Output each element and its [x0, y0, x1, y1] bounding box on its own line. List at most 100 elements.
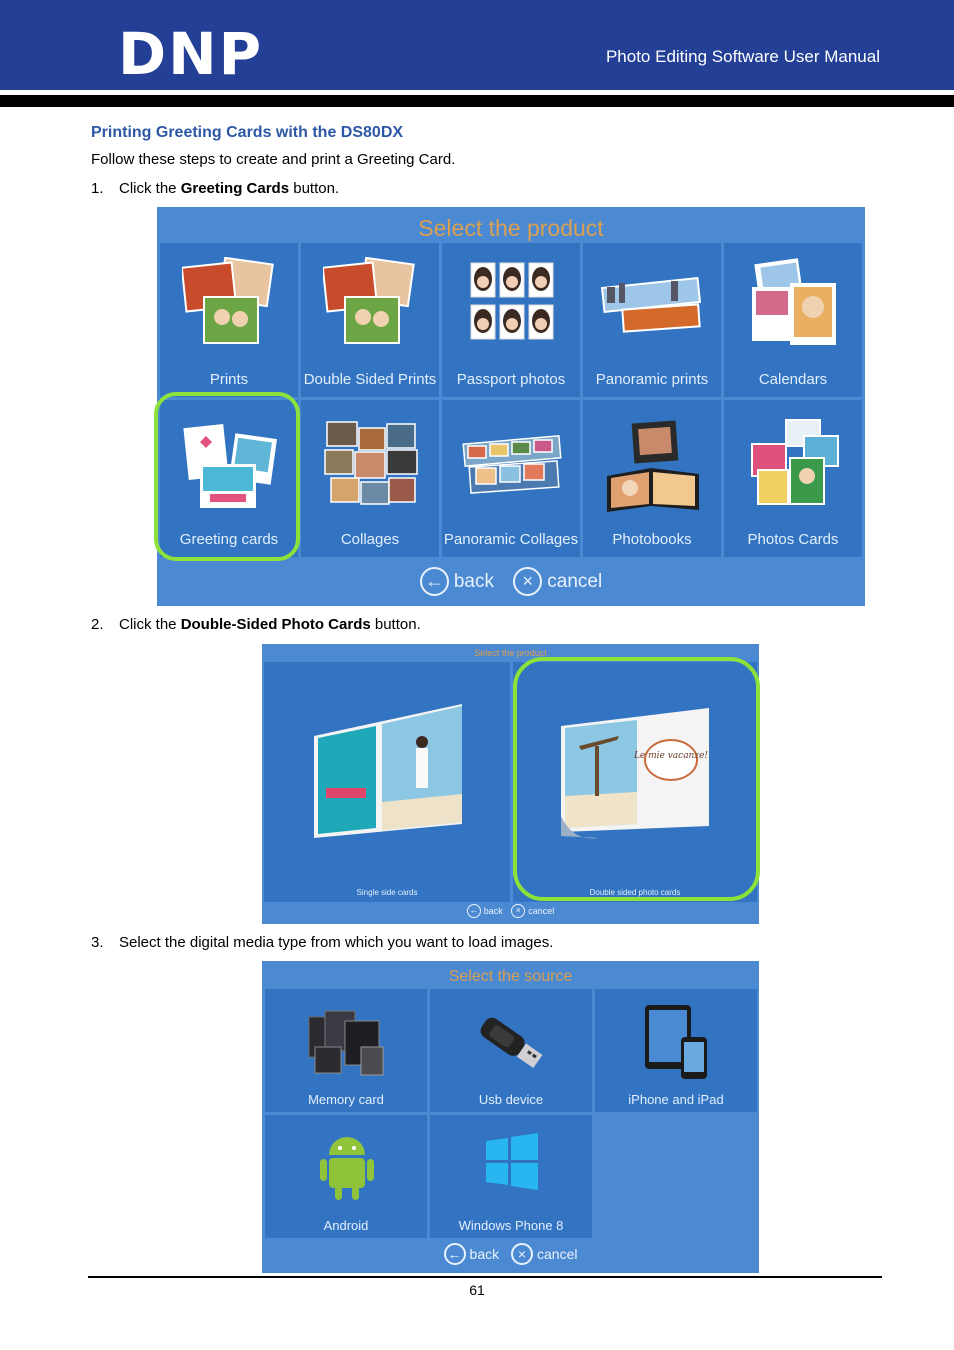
back-button[interactable]: ← back — [443, 1243, 500, 1265]
tile-label: Panoramic Collages — [443, 531, 579, 548]
card-caption: Le mie vacanze! — [633, 751, 708, 761]
nav-bar: ← back × cancel — [157, 567, 865, 596]
page-number: 61 — [469, 1282, 485, 1298]
step-2-suffix: button. — [370, 616, 421, 633]
screen-title: Select the product — [418, 215, 604, 241]
photos-cards-icon — [751, 419, 839, 505]
tile-photobooks[interactable]: Photobooks — [583, 400, 721, 557]
tile-label: iPhone and iPad — [628, 1092, 724, 1107]
intro-text: Follow these steps to create and print a… — [91, 151, 456, 168]
tile-windows-phone[interactable]: Windows Phone 8 — [430, 1115, 592, 1238]
tile-calendars[interactable]: Calendars — [724, 243, 862, 397]
double-sided-card-icon: Le mie vacanze! — [561, 708, 709, 839]
close-icon: × — [511, 904, 526, 918]
prints-icon — [182, 257, 274, 344]
page-header: DNP Photo Editing Software User Manual — [0, 0, 954, 90]
close-icon: × — [511, 1243, 533, 1265]
tile-label: Collages — [340, 531, 400, 548]
tile-prints[interactable]: Prints — [160, 243, 298, 397]
tile-collages[interactable]: Collages — [301, 400, 439, 557]
close-icon: × — [513, 567, 543, 596]
nav-bar: ← back × cancel — [262, 904, 759, 918]
dnp-logo: DNP — [118, 20, 264, 88]
cancel-button[interactable]: × cancel — [513, 567, 602, 596]
panoramic-collages-icon — [462, 435, 562, 494]
usb-drive-icon — [480, 1017, 543, 1069]
highlight-double-sided-cards — [513, 657, 760, 901]
tile-label: Memory card — [308, 1092, 384, 1107]
tile-iphone-ipad[interactable]: iPhone and iPad — [595, 989, 757, 1112]
single-side-card-icon — [314, 704, 462, 838]
tile-double-sided-prints[interactable]: Double Sided Prints — [301, 243, 439, 397]
document-title: Photo Editing Software User Manual — [605, 47, 880, 66]
greeting-cards-icon — [183, 424, 277, 508]
arrow-left-icon: ← — [419, 567, 449, 596]
back-label: back — [453, 570, 494, 592]
panoramic-prints-icon — [601, 277, 702, 333]
tile-android[interactable]: Android — [265, 1115, 427, 1238]
tile-label: Passport photos — [456, 371, 566, 388]
tile-label: Photobooks — [612, 531, 692, 548]
android-icon — [320, 1137, 374, 1200]
tile-label: Double Sided Prints — [303, 371, 437, 388]
tile-double-sided-photo-cards[interactable]: Le mie vacanze! Double sided photo cards — [513, 662, 757, 902]
tile-label: Usb device — [478, 1092, 544, 1107]
step-1-prefix: Click the — [119, 180, 181, 197]
tile-label: Greeting cards — [179, 531, 279, 548]
passport-photos-icon — [470, 262, 554, 340]
cancel-label: cancel — [537, 1246, 578, 1262]
arrow-left-icon: ← — [443, 1243, 466, 1265]
step-1-number: 1. — [91, 180, 104, 197]
double-sided-prints-icon — [323, 257, 415, 344]
step-1-suffix: button. — [289, 180, 340, 197]
tile-panoramic-prints[interactable]: Panoramic prints — [583, 243, 721, 397]
back-label: back — [469, 1246, 500, 1262]
tile-label: Panoramic prints — [595, 371, 709, 388]
tile-memory-card[interactable]: Memory card — [265, 989, 427, 1112]
step-2-number: 2. — [91, 616, 104, 633]
tile-label: Photos Cards — [747, 531, 839, 548]
tile-label: Windows Phone 8 — [458, 1218, 564, 1233]
step-1-text: Click the Greeting Cards button. — [119, 180, 339, 198]
screen-title: Select the source — [448, 968, 573, 985]
highlight-greeting-cards — [154, 392, 300, 561]
header-divider — [0, 95, 954, 107]
tile-photos-cards[interactable]: Photos Cards — [724, 400, 862, 557]
screen-title: Select the product — [474, 648, 547, 658]
back-button[interactable]: ← back — [419, 567, 494, 596]
tile-label: Calendars — [758, 371, 828, 388]
windows-logo-icon — [486, 1133, 538, 1190]
step-3-text: Select the digital media type from which… — [119, 934, 554, 951]
step-2-text: Click the Double-Sided Photo Cards butto… — [119, 616, 421, 634]
cancel-button[interactable]: × cancel — [511, 1243, 577, 1265]
step-1-bold: Greeting Cards — [180, 180, 290, 197]
tile-label: Android — [323, 1218, 369, 1233]
arrow-left-icon: ← — [466, 904, 481, 918]
cancel-button[interactable]: × cancel — [511, 904, 554, 918]
back-label: back — [483, 906, 503, 916]
nav-bar: ← back × cancel — [262, 1243, 759, 1265]
screenshot-card-type: Select the product Single side cards Le … — [262, 644, 759, 924]
photobooks-icon — [607, 420, 699, 512]
step-2-prefix: Click the — [119, 616, 181, 633]
memory-card-icon — [308, 1010, 384, 1076]
tile-label: Single side cards — [356, 888, 418, 897]
tile-label: Double sided photo cards — [589, 888, 681, 897]
step-3-number: 3. — [91, 934, 104, 951]
tile-passport-photos[interactable]: Passport photos — [442, 243, 580, 397]
collages-icon — [324, 421, 418, 505]
footer-divider — [88, 1276, 882, 1278]
screenshot-select-product: Select the product Prints Double Sided P… — [157, 207, 865, 606]
tile-label: Prints — [209, 371, 249, 388]
back-button[interactable]: ← back — [466, 904, 503, 918]
tile-panoramic-collages[interactable]: Panoramic Collages — [442, 400, 580, 557]
section-title: Printing Greeting Cards with the DS80DX — [91, 124, 404, 141]
tile-greeting-cards[interactable]: Greeting cards — [160, 400, 298, 557]
tile-single-side-cards[interactable]: Single side cards — [264, 662, 510, 902]
cancel-label: cancel — [547, 570, 603, 592]
calendars-icon — [752, 258, 836, 345]
tile-usb-device[interactable]: Usb device — [430, 989, 592, 1112]
screenshot-select-source: Select the source Memory card Usb device — [262, 961, 759, 1273]
step-2-bold: Double-Sided Photo Cards — [180, 616, 371, 633]
cancel-label: cancel — [528, 906, 555, 916]
